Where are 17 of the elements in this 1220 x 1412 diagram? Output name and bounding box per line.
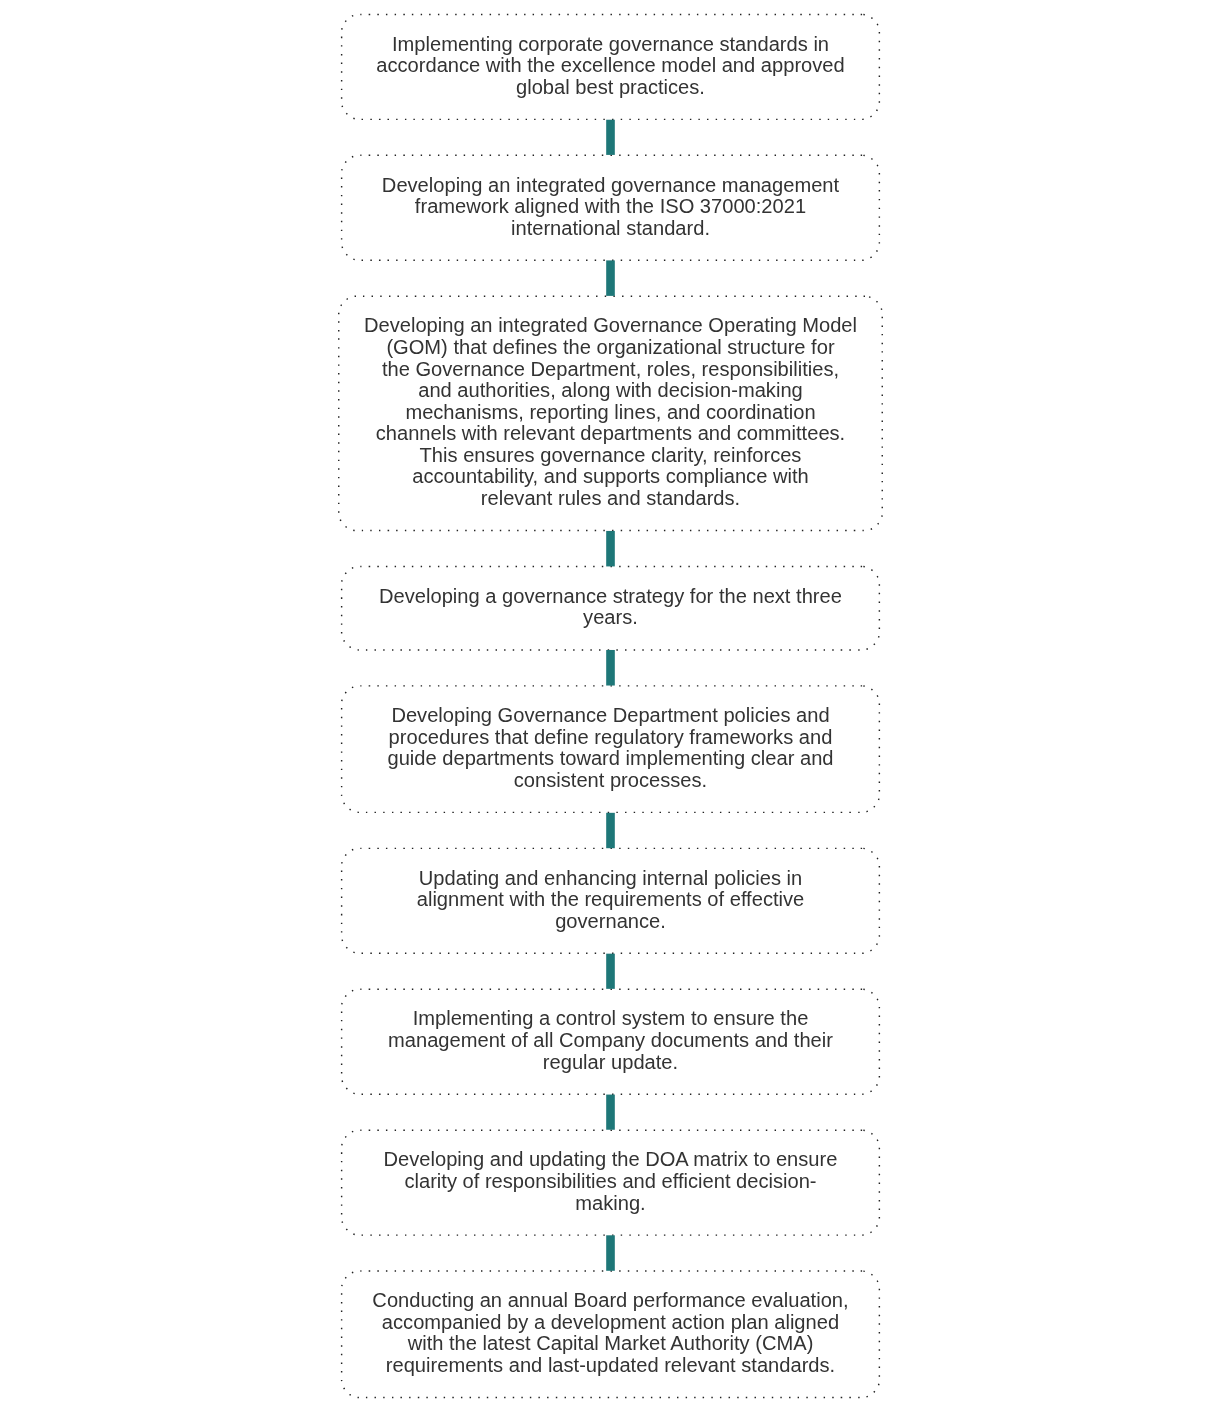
- node-box: Conducting an annual Board performance evaluation, accompanied by a development action plan aligned with the latest Capital Market Authority (CMA) requirements and last-updated relevant standards.: [340, 1270, 880, 1399]
- node-box: Developing an integrated Governance Operating Model (GOM) that defines the organizational structure for the Governance Department, roles, responsibilities, and authorities, along with decision-making mechanisms, reporting lines, and coordination channels with relevant departments and committees. This ensures governance clarity, reinforces accountability, and supports compliance with relevant rules and standards.: [337, 295, 883, 532]
- node-box: Updating and enhancing internal policies in alignment with the requirements of effective governance.: [340, 847, 880, 955]
- connector: [605, 1235, 615, 1271]
- node-box: Implementing a control system to ensure the management of all Company documents and their regular update.: [340, 988, 880, 1095]
- connector: [605, 649, 615, 686]
- node-box: Developing and updating the DOA matrix to ensure clarity of responsibilities and efficient decision-making.: [340, 1129, 880, 1236]
- connector: [605, 260, 615, 296]
- node-box: Developing a governance strategy for the next three years.: [340, 565, 880, 651]
- node-box: Implementing corporate governance standards in accordance with the excellence model and approved global best practices.: [340, 13, 880, 121]
- connector: [605, 953, 615, 989]
- connector: [605, 119, 615, 155]
- node-box: Developing Governance Department policies and procedures that define regulatory frameworks and guide departments toward implementing clear and consistent processes.: [340, 685, 880, 814]
- connector: [605, 1094, 615, 1130]
- connector: [605, 530, 615, 567]
- node-box: Developing an integrated governance management framework aligned with the ISO 37000:2021 international standard.: [340, 154, 880, 261]
- connector: [605, 812, 615, 849]
